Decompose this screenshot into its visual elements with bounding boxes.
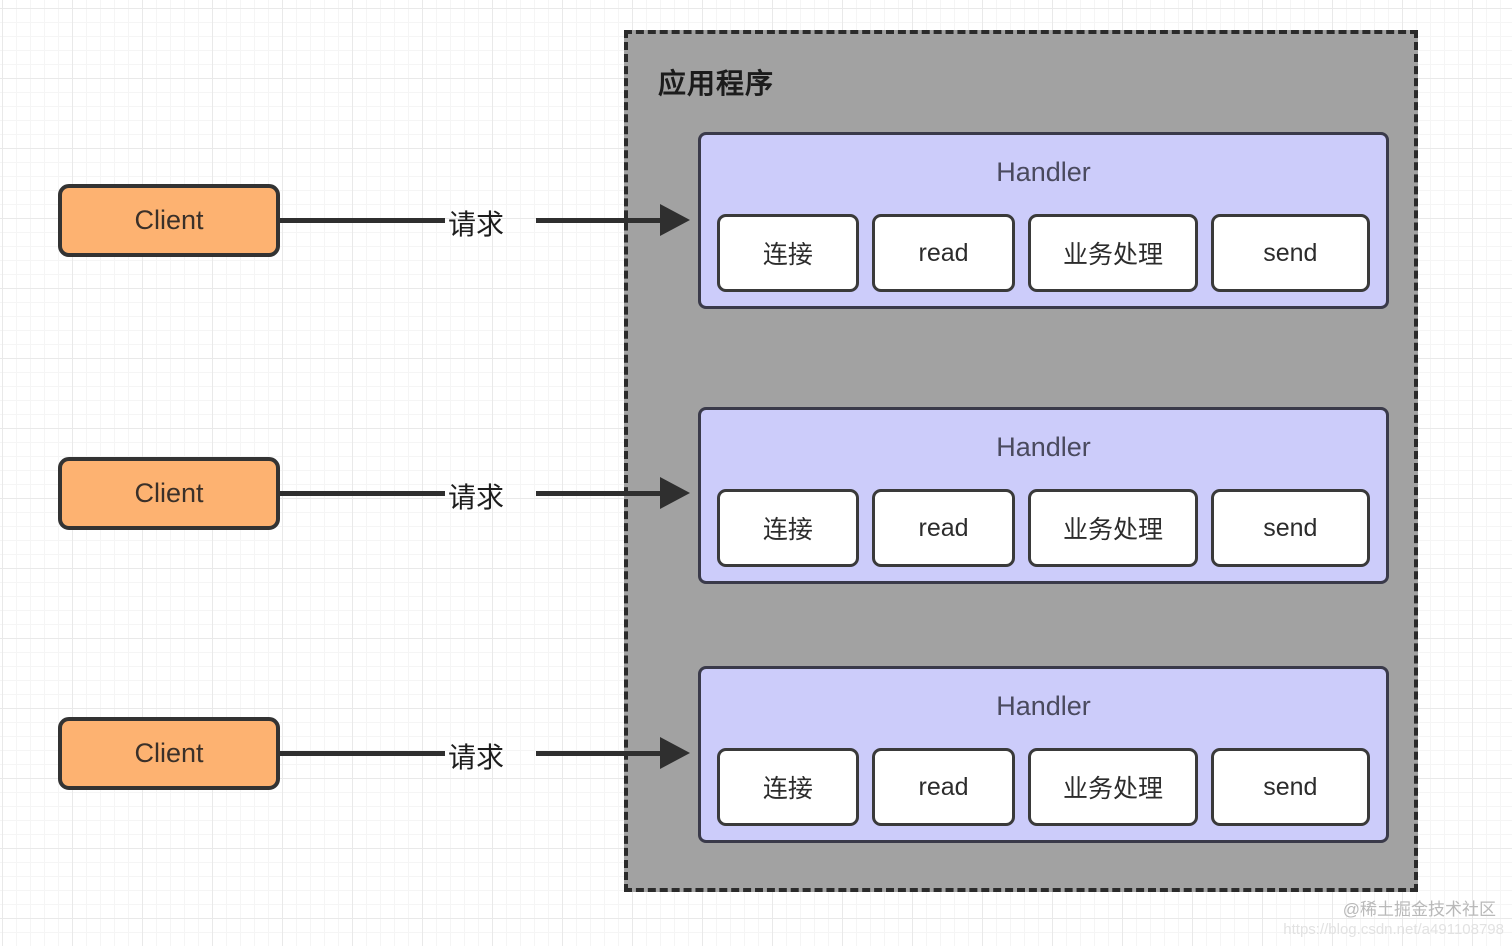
watermark-community: @稀土掘金技术社区 bbox=[1342, 900, 1496, 919]
step-business-process[interactable]: 业务处理 bbox=[1028, 489, 1198, 567]
handler-block-3[interactable]: Handler 连接 read 业务处理 send bbox=[698, 666, 1389, 843]
client-box-3[interactable]: Client bbox=[58, 717, 280, 790]
handler-steps: 连接 read 业务处理 send bbox=[717, 489, 1371, 567]
arrow-head-1-icon bbox=[660, 204, 690, 236]
handler-title: Handler bbox=[996, 691, 1091, 721]
step-send[interactable]: send bbox=[1210, 748, 1371, 826]
arrow-head-2-icon bbox=[660, 477, 690, 509]
application-container: 应用程序 Handler 连接 read 业务处理 send Handler 连… bbox=[624, 30, 1418, 892]
handler-block-1[interactable]: Handler 连接 read 业务处理 send bbox=[698, 132, 1389, 309]
handler-steps: 连接 read 业务处理 send bbox=[717, 748, 1371, 826]
arrow-line-3-right bbox=[536, 751, 666, 756]
arrow-line-2-right bbox=[536, 491, 666, 496]
arrow-label-2: 请求 bbox=[448, 482, 505, 513]
step-connect[interactable]: 连接 bbox=[717, 214, 859, 292]
handler-steps: 连接 read 业务处理 send bbox=[717, 214, 1371, 292]
handler-title: Handler bbox=[996, 432, 1091, 462]
arrow-label-3: 请求 bbox=[448, 742, 505, 773]
arrow-head-3-icon bbox=[660, 737, 690, 769]
step-connect[interactable]: 连接 bbox=[717, 748, 859, 826]
step-business-process[interactable]: 业务处理 bbox=[1028, 748, 1198, 826]
step-send[interactable]: send bbox=[1210, 489, 1371, 567]
client-box-1[interactable]: Client bbox=[58, 184, 280, 257]
arrow-label-1: 请求 bbox=[448, 209, 505, 240]
arrow-line-1-left bbox=[280, 218, 445, 223]
step-connect[interactable]: 连接 bbox=[717, 489, 859, 567]
application-title: 应用程序 bbox=[658, 68, 775, 99]
client-box-2[interactable]: Client bbox=[58, 457, 280, 530]
arrow-line-1-right bbox=[536, 218, 666, 223]
step-business-process[interactable]: 业务处理 bbox=[1028, 214, 1198, 292]
step-read[interactable]: read bbox=[871, 489, 1016, 567]
handler-block-2[interactable]: Handler 连接 read 业务处理 send bbox=[698, 407, 1389, 584]
watermark-url: https://blog.csdn.net/a491108798 bbox=[1283, 921, 1504, 938]
step-send[interactable]: send bbox=[1210, 214, 1371, 292]
arrow-line-2-left bbox=[280, 491, 445, 496]
step-read[interactable]: read bbox=[871, 748, 1016, 826]
handler-title: Handler bbox=[996, 157, 1091, 187]
step-read[interactable]: read bbox=[871, 214, 1016, 292]
arrow-line-3-left bbox=[280, 751, 445, 756]
